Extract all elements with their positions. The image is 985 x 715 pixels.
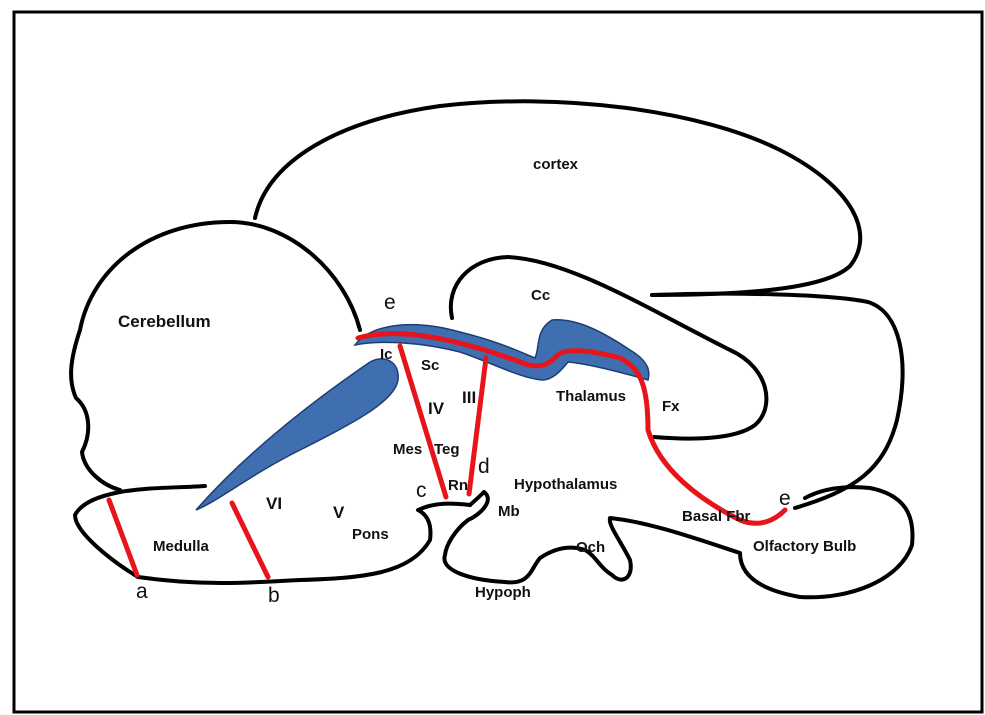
pons-medulla-top [120,486,205,492]
cut-line-a [109,500,137,575]
fourth-ventricle [196,359,398,510]
cerebellum-outline [71,222,360,490]
cortex-posterior-outline [652,294,903,508]
label-sc: Sc [421,357,439,374]
label-ic: Ic [380,346,393,363]
label-nerve-v: V [333,503,345,522]
label-fx: Fx [662,398,680,415]
label-cc: Cc [531,287,550,304]
label-cut-e-top: e [384,291,396,314]
label-cut-e-bottom: e [779,487,791,510]
label-cut-a: a [136,580,148,603]
label-mb: Mb [498,503,520,520]
label-teg: Teg [434,441,460,458]
label-cut-d: d [478,455,490,478]
label-mes: Mes [393,441,422,458]
label-nerve-iii: III [462,388,476,407]
label-cut-b: b [268,584,280,607]
label-pons: Pons [352,526,389,543]
label-basal-fbr: Basal Fbr [682,508,751,525]
label-nerve-iv: IV [428,399,445,418]
label-rn: Rn [448,477,468,494]
label-cerebellum: Cerebellum [118,312,211,331]
label-thalamus: Thalamus [556,388,626,405]
label-hypoph: Hypoph [475,584,531,601]
label-cortex: cortex [533,156,579,173]
label-hypothalamus: Hypothalamus [514,476,617,493]
label-och: Och [576,539,605,556]
label-nerve-vi: VI [266,494,282,513]
label-olfactory-bulb: Olfactory Bulb [753,538,856,555]
cut-line-b [232,503,268,577]
label-cut-c: c [416,479,427,502]
label-medulla: Medulla [153,538,209,555]
